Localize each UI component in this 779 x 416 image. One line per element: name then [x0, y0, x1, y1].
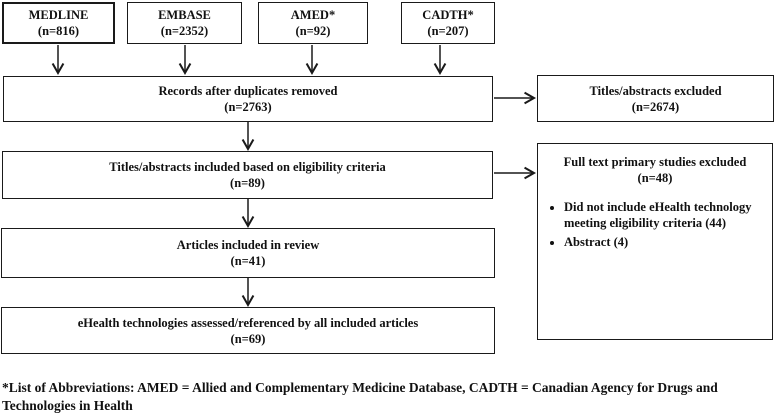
flow-box-ehealth-technologies: eHealth technologies assessed/referenced… — [1, 307, 495, 354]
flow-box-count: (n=69) — [230, 331, 266, 346]
exclusion-count: (n=2674) — [631, 99, 680, 114]
exclusion-title: Full text primary studies excluded — [563, 155, 747, 169]
flow-box-title: Articles included in review — [176, 238, 320, 252]
source-count: (n=2352) — [160, 24, 209, 38]
source-box-amed: AMED* (n=92) — [258, 2, 368, 44]
exclusion-reasons-list: Did not include eHealth technology meeti… — [538, 199, 772, 253]
source-count: (n=207) — [427, 24, 469, 38]
source-count: (n=816) — [37, 24, 80, 38]
source-count: (n=92) — [295, 24, 331, 38]
flow-box-title: Records after duplicates removed — [158, 84, 338, 98]
flow-box-titles-included: Titles/abstracts included based on eligi… — [2, 151, 493, 199]
source-label: AMED* — [290, 8, 336, 22]
source-label: EMBASE — [158, 8, 211, 22]
exclusion-reason-item: Did not include eHealth technology meeti… — [564, 199, 766, 231]
source-label: CADTH* — [422, 8, 474, 22]
exclusion-title: Titles/abstracts excluded — [589, 83, 722, 98]
flow-box-count: (n=41) — [230, 254, 266, 268]
exclusion-box-titles-abstracts: Titles/abstracts excluded (n=2674) — [537, 75, 774, 122]
flow-box-title: Titles/abstracts included based on eligi… — [109, 160, 386, 174]
flow-box-count: (n=89) — [230, 176, 265, 190]
flow-box-count: (n=2763) — [224, 100, 272, 114]
source-box-cadth: CADTH* (n=207) — [401, 2, 495, 44]
flow-box-articles-included: Articles included in review (n=41) — [1, 228, 495, 278]
exclusion-box-fulltext: Full text primary studies excluded (n=48… — [537, 143, 773, 340]
abbreviations-footnote: *List of Abbreviations: AMED = Allied an… — [2, 380, 718, 413]
source-label: MEDLINE — [28, 8, 89, 22]
flow-box-title: eHealth technologies assessed/referenced… — [77, 315, 419, 330]
source-box-medline: MEDLINE (n=816) — [2, 2, 115, 44]
flow-box-records-after-duplicates: Records after duplicates removed (n=2763… — [3, 76, 493, 122]
source-box-embase: EMBASE (n=2352) — [127, 2, 242, 44]
exclusion-count: (n=48) — [637, 171, 673, 185]
exclusion-reason-item: Abstract (4) — [564, 234, 766, 250]
